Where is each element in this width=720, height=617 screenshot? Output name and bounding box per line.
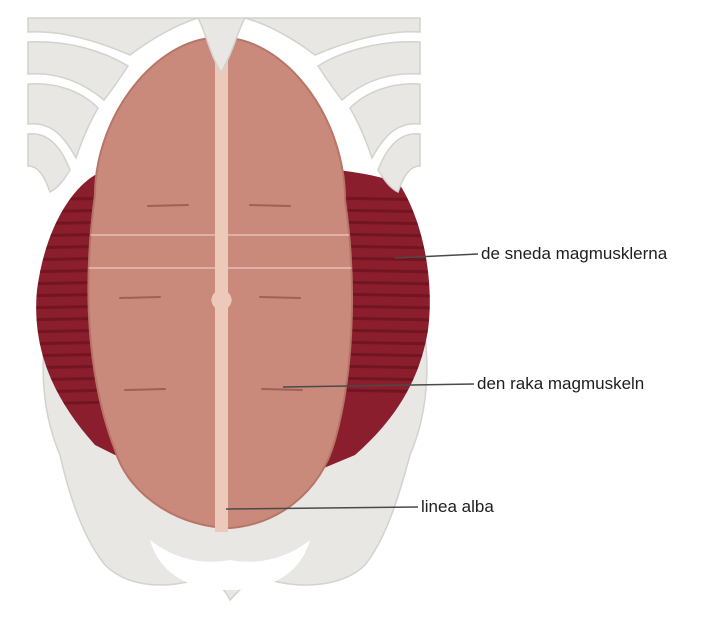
label-rectus-muscle: den raka magmuskeln	[477, 374, 644, 394]
label-oblique-muscles: de sneda magmusklerna	[481, 244, 667, 264]
label-linea-alba: linea alba	[421, 497, 494, 517]
